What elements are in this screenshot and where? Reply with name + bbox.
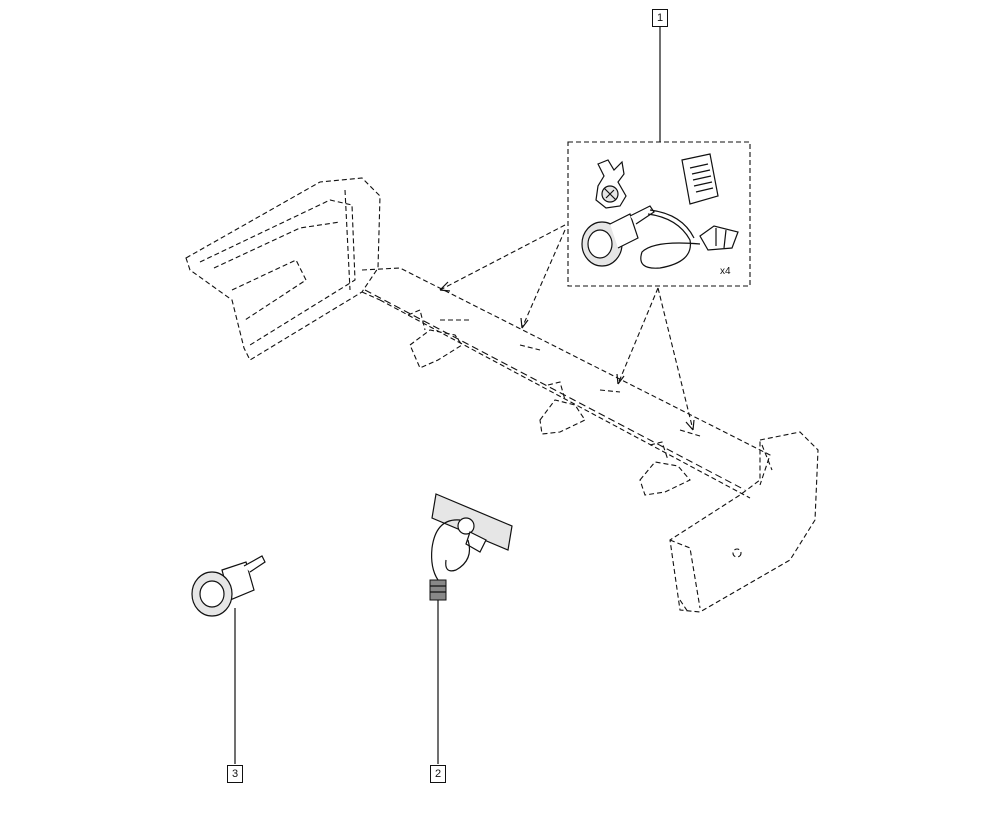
callout-1: 1: [652, 9, 668, 27]
instruction-booklet-icon: [681, 153, 719, 205]
kit-harness-icon: [640, 209, 739, 269]
sensor-part: [191, 555, 266, 764]
callout-2: 2: [430, 765, 446, 783]
kit-quantity-label: x4: [720, 266, 731, 277]
drill-bag-icon: [595, 159, 627, 209]
harness-part: [429, 493, 513, 764]
callout-3: 3: [227, 765, 243, 783]
kit-sensor-icon: [581, 205, 655, 267]
kit-box: [567, 26, 751, 287]
kit-pointer-arrows: [439, 224, 695, 431]
rear-bumper-outline: [185, 177, 819, 613]
